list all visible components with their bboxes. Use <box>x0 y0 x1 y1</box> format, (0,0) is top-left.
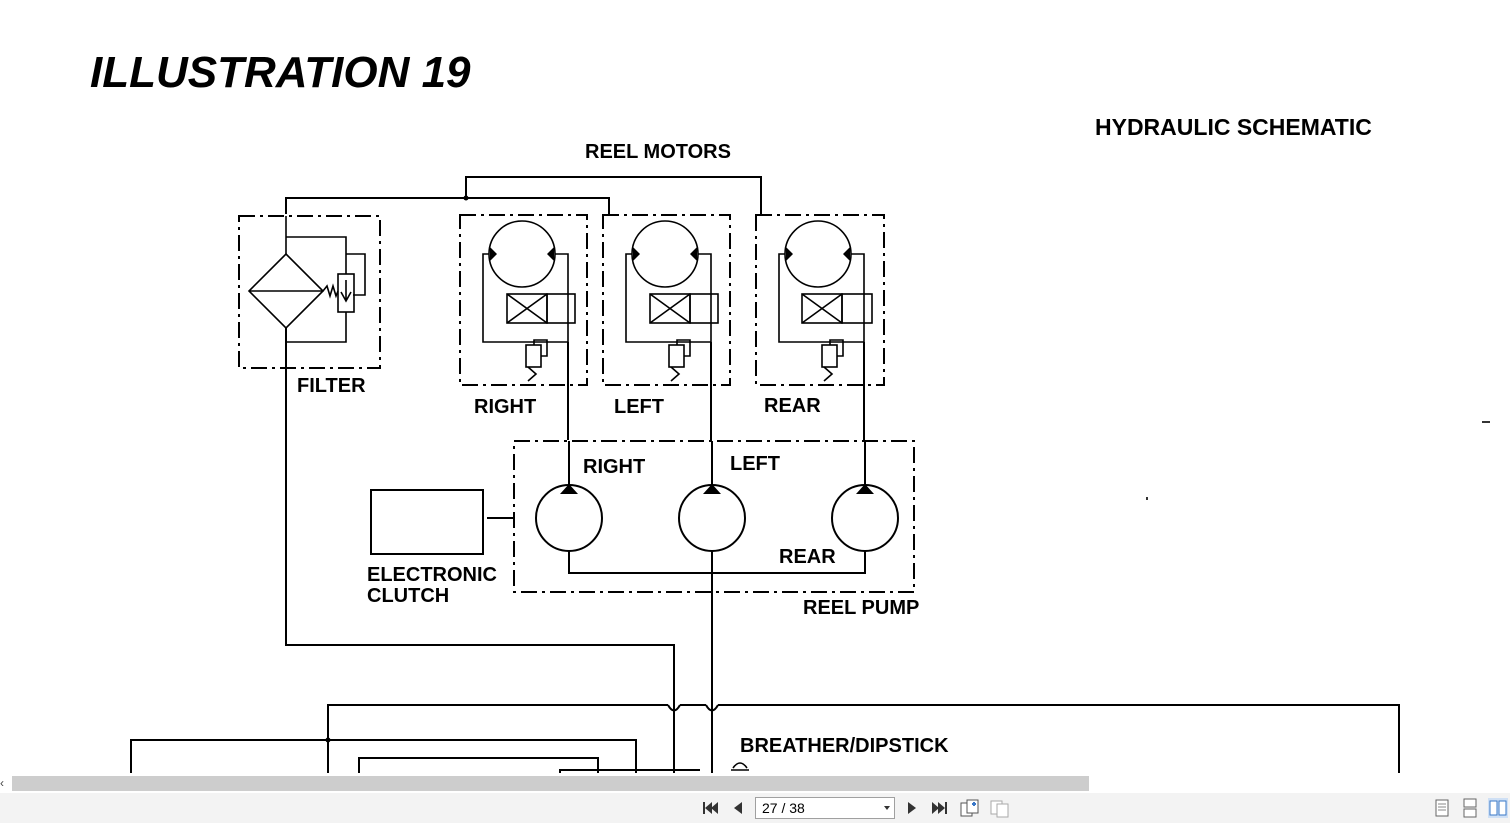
chevron-down-icon <box>884 806 890 810</box>
label-clutch: CLUTCH <box>367 585 449 607</box>
page-move-icon[interactable] <box>989 797 1011 819</box>
label-motor-left: LEFT <box>614 396 664 418</box>
scrollbar-thumb[interactable] <box>12 776 1089 791</box>
page-copy-icon[interactable] <box>959 797 981 819</box>
top-lines <box>285 176 762 214</box>
filter-symbol <box>238 215 675 773</box>
motor-left <box>602 214 731 440</box>
label-electronic: ELECTRONIC <box>367 564 497 586</box>
motor-right <box>459 214 588 440</box>
label-breather: BREATHER/DIPSTICK <box>740 735 949 757</box>
motor-rear <box>755 214 885 440</box>
single-page-icon[interactable] <box>1432 798 1452 818</box>
page-indicator: 27 / 38 <box>762 800 805 816</box>
reservoir-symbol <box>130 704 1400 773</box>
hydraulic-schematic-drawing: ILLUSTRATION 19 HYDRAULIC SCHEMATIC REEL… <box>90 48 1490 773</box>
continuous-page-icon[interactable] <box>1460 798 1480 818</box>
page-number-select[interactable]: 27 / 38 <box>755 797 895 819</box>
schematic-heading: HYDRAULIC SCHEMATIC <box>1095 114 1372 140</box>
scroll-left-arrow[interactable]: ‹ <box>0 776 4 790</box>
skip-first-icon[interactable] <box>699 797 721 819</box>
label-pump-right: RIGHT <box>583 456 645 478</box>
page-navigation-toolbar: 27 / 38 <box>0 793 1510 823</box>
two-page-icon[interactable] <box>1488 798 1508 818</box>
label-pump-rear: REAR <box>779 546 836 568</box>
illustration-title: ILLUSTRATION 19 <box>90 48 471 97</box>
electronic-clutch-symbol <box>370 489 514 555</box>
horizontal-scrollbar[interactable]: ‹ <box>0 773 1510 793</box>
label-reel-pump: REEL PUMP <box>803 597 919 619</box>
reel-pump-symbol <box>513 440 915 773</box>
label-pump-left: LEFT <box>730 453 780 475</box>
label-motor-right: RIGHT <box>474 396 536 418</box>
label-motor-rear: REAR <box>764 395 821 417</box>
previous-icon[interactable] <box>727 797 749 819</box>
skip-last-icon[interactable] <box>929 797 951 819</box>
label-filter: FILTER <box>297 375 366 397</box>
label-reel-motors: REEL MOTORS <box>585 141 731 163</box>
next-icon[interactable] <box>901 797 923 819</box>
document-viewport[interactable]: ILLUSTRATION 19 HYDRAULIC SCHEMATIC REEL… <box>0 0 1510 773</box>
